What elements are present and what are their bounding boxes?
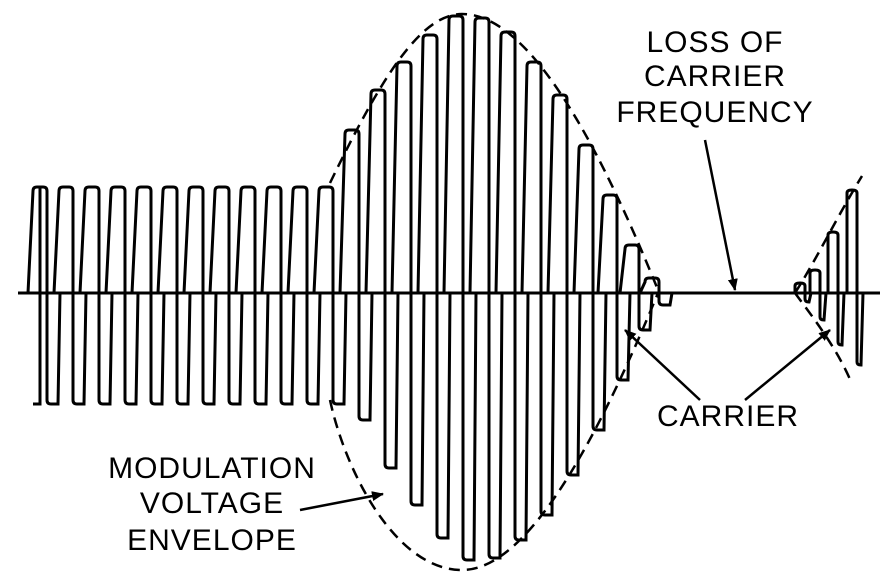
modulation-envelope-label-line3: ENVELOPE (127, 524, 297, 557)
carrier-pulse (286, 185, 322, 406)
carrier-pulse (78, 185, 114, 406)
carrier-waveform (26, 14, 865, 562)
envelope-upper (328, 12, 660, 291)
modulation-envelope-label-line1: MODULATION (108, 452, 316, 485)
carrier-start-segment (33, 187, 42, 406)
carrier-label: CARRIER (657, 400, 799, 433)
carrier-pulse (104, 185, 140, 406)
carrier-pulse-return (826, 230, 846, 347)
carrier-pulse-return (845, 188, 865, 367)
loss-of-carrier-label-line1: LOSS OF (646, 26, 783, 59)
envelope-lower (328, 292, 660, 572)
envelope-right-upper (793, 175, 864, 294)
carrier-pulse (618, 243, 654, 332)
carrier-pulse-return (793, 281, 813, 304)
loss-arrow (703, 139, 738, 291)
carrier-pulse (442, 14, 478, 562)
carrier-arrow-right (744, 329, 831, 401)
carrier-pulse (338, 128, 374, 422)
carrier-pulse (468, 16, 504, 560)
carrier-pulse (260, 185, 296, 406)
loss-of-carrier-label-line3: FREQUENCY (616, 96, 813, 129)
carrier-pulse (312, 185, 348, 406)
carrier-pulse (596, 193, 632, 382)
carrier-pulse (638, 276, 674, 307)
carrier-pulse (130, 185, 166, 406)
carrier-pulse (52, 185, 88, 406)
envelope-arrow (299, 491, 384, 512)
carrier-pulse (208, 185, 244, 406)
carrier-pulse (364, 88, 400, 470)
carrier-pulse (26, 185, 62, 406)
carrier-pulse (390, 60, 426, 507)
carrier-pulse (182, 185, 218, 406)
carrier-pulse (156, 185, 192, 406)
carrier-pulse (416, 33, 452, 540)
loss-of-carrier-label-line2: CARRIER (644, 60, 786, 93)
envelope-right-lower (793, 292, 854, 385)
carrier-pulse (234, 185, 270, 406)
modulation-envelope (328, 12, 864, 572)
carrier-arrow-left (624, 329, 701, 401)
carrier-pulse (546, 93, 582, 477)
modulation-envelope-label-line2: VOLTAGE (140, 487, 284, 520)
carrier-pulse (494, 30, 530, 542)
carrier-pulse-return (808, 268, 828, 322)
